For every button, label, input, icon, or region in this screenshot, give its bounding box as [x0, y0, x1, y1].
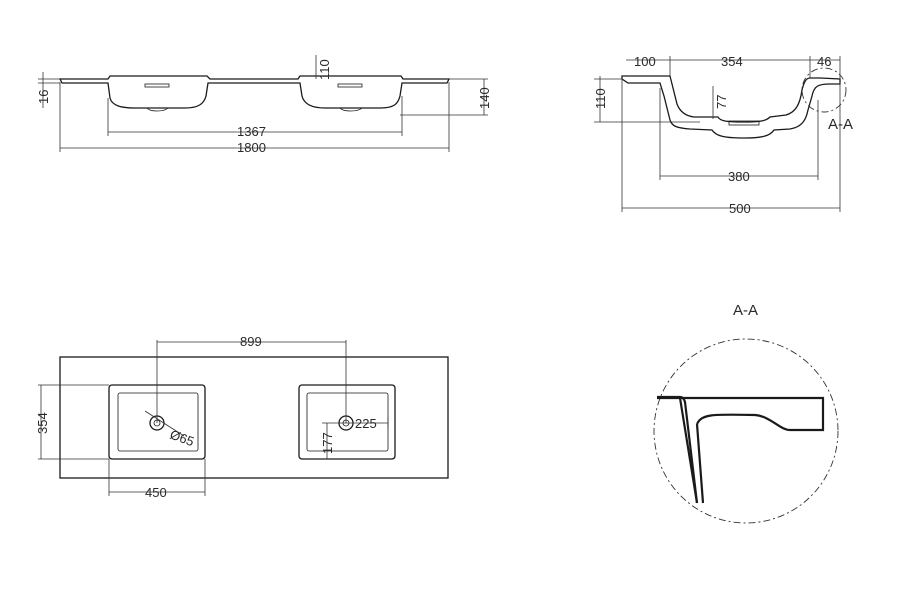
side-view-outline: [621, 75, 841, 139]
dim-front-1367: 1367: [237, 124, 266, 139]
left-basin-inner: [117, 392, 199, 452]
front-view: 16 110 140 1367 1800: [36, 55, 492, 155]
dim-side-110: 110: [593, 88, 608, 109]
front-view-outline: [58, 75, 451, 109]
dim-plan-450: 450: [145, 485, 167, 500]
dim-drain-offset-y: 177: [320, 432, 335, 454]
left-overflow-slot: [144, 83, 170, 88]
plan-view: Ø65 899 354 225 177 450: [35, 334, 449, 500]
detail-wall-inner: [695, 423, 705, 504]
dim-side-100: 100: [634, 54, 656, 69]
left-drain: [146, 107, 169, 112]
dim-side-46: 46: [817, 54, 831, 69]
dim-front-140: 140: [477, 87, 492, 109]
dim-front-thickness: 16: [36, 90, 51, 104]
side-view: 100 354 46 110 77 380 500 A-A: [593, 54, 853, 216]
side-overflow: [728, 120, 760, 126]
dim-drain-diameter: Ø65: [168, 427, 196, 450]
dim-side-77: 77: [714, 95, 729, 109]
dim-side-500: 500: [729, 201, 751, 216]
detail-profile: [657, 395, 699, 504]
countertop-outline: [59, 356, 449, 479]
dim-front-110: 110: [317, 59, 332, 80]
dim-center-distance: 899: [240, 334, 262, 349]
detail-profile-inner: [657, 396, 825, 432]
dim-plan-354: 354: [35, 412, 50, 434]
section-marker-circle: [801, 67, 847, 113]
dim-front-1800: 1800: [237, 140, 266, 155]
dim-side-380: 380: [728, 169, 750, 184]
detail-title: A-A: [733, 302, 758, 319]
dim-side-354: 354: [721, 54, 743, 69]
right-basin-outer: [298, 384, 396, 460]
dim-drain-offset-x: 225: [355, 416, 377, 431]
section-marker-label: A-A: [828, 116, 853, 133]
detail-view: A-A: [653, 302, 839, 524]
right-drain: [339, 107, 363, 112]
detail-circle: [653, 338, 839, 524]
right-overflow-slot: [337, 83, 363, 88]
